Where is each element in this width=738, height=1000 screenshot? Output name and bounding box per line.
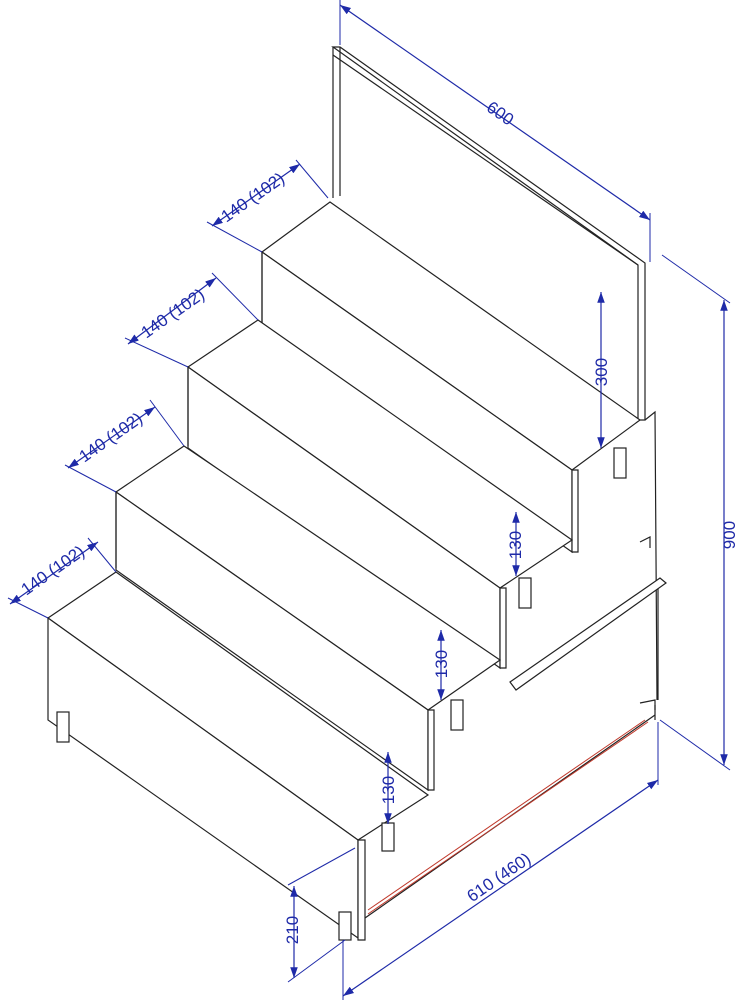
label-base-width: 610 (460) [464,849,535,906]
dim-back-panel-height: 300 [592,292,611,448]
label-base-height: 210 [283,916,302,944]
step-4 [260,201,642,554]
label-riser-3: 130 [506,531,525,559]
dim-riser-2: 130 [432,630,451,700]
label-tread-2: 140 (102) [76,409,147,466]
label-total-height: 900 [720,521,738,549]
dim-back-width: 600 [339,0,651,262]
step-3 [186,319,574,670]
dim-total-height: 900 [659,254,738,771]
label-tread-1: 140 (102) [18,542,89,599]
label-riser-2: 130 [432,650,451,678]
dim-riser-3: 130 [506,511,525,576]
label-back-panel-height: 300 [592,358,611,386]
label-riser-1: 130 [379,776,398,804]
label-tread-3: 140 (102) [138,285,209,342]
label-tread-4: 140 (102) [218,169,289,226]
